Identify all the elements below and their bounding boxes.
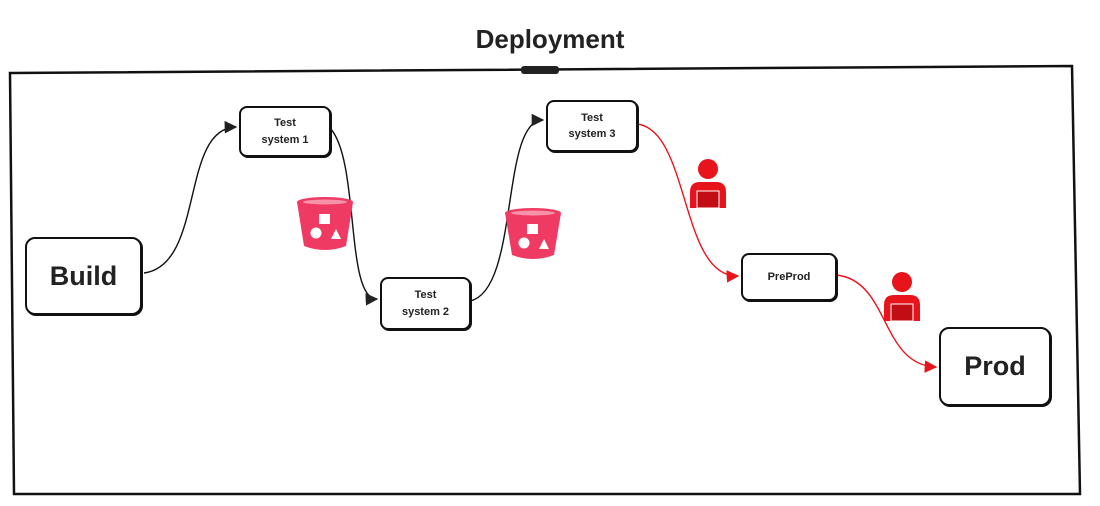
user-approval-icon [884,272,920,322]
user-approval-icon [690,159,726,209]
node-prod[interactable]: Prod [939,327,1051,406]
connector-test1-test2 [329,127,379,306]
node-test-system-1[interactable]: Test system 1 [239,106,331,157]
storage-bucket-icon [297,197,353,250]
node-test-system-2[interactable]: Test system 2 [380,277,471,330]
deployment-frame [8,64,1082,496]
storage-bucket-icon [505,208,561,259]
connector-build-test1 [143,120,238,274]
diagram-title: Deployment [475,24,625,54]
connector-test2-test3 [469,113,545,302]
node-build[interactable]: Build [25,237,142,315]
node-preprod[interactable]: PreProd [741,253,837,301]
frame-handle [521,66,559,74]
node-test-system-3[interactable]: Test system 3 [546,100,638,152]
connector-test3-preprod [636,123,740,283]
connector-preprod-prod [835,274,938,373]
